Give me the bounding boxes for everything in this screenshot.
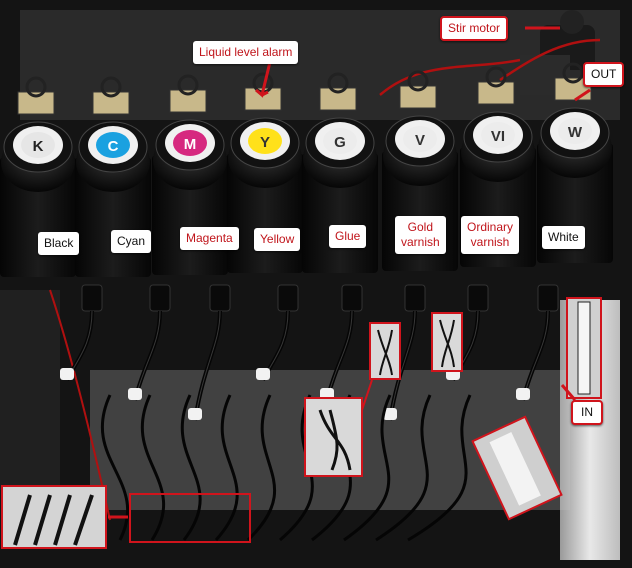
tube-fitting	[341, 284, 363, 312]
cap-letter: V	[415, 132, 425, 149]
tube-clip	[256, 368, 270, 380]
tube-fitting	[537, 284, 559, 312]
tube-clip	[383, 408, 397, 420]
arrow-liquid-level	[255, 61, 272, 98]
label-glue: Glue	[329, 225, 367, 248]
arrow-junction-glue	[361, 379, 373, 411]
tank-yellow: Y	[227, 72, 303, 312]
cap-letter: G	[334, 134, 346, 151]
ink-tube-loop	[343, 394, 392, 542]
label-black: Black	[38, 232, 80, 255]
ink-tube-loop	[100, 394, 130, 541]
cap-letter: C	[108, 138, 119, 155]
arrow-in	[560, 384, 577, 401]
red-wire	[379, 58, 521, 96]
ink-tube-loop	[214, 394, 239, 542]
tube-fitting	[404, 284, 426, 312]
cap-letter: VI	[491, 128, 505, 145]
label-cyan: Cyan	[111, 230, 152, 253]
label-white: White	[542, 226, 585, 249]
label-ordinary-varnish-line2: varnish	[470, 235, 510, 249]
tube-clip	[60, 368, 74, 380]
ink-tube-loop	[140, 394, 166, 541]
cap-letter: Y	[260, 134, 270, 151]
callout-out: OUT	[583, 62, 625, 87]
label-gold-varnish-line2: varnish	[401, 235, 440, 249]
callout-liquid-level-alarm: Liquid level alarm	[193, 41, 299, 64]
red-wire-2	[499, 38, 601, 82]
label-magenta: Magenta	[180, 227, 239, 250]
tube-fitting	[149, 284, 171, 312]
label-ordinary-varnish: Ordinary varnish	[461, 216, 520, 254]
highlight-box-tube-ends	[129, 493, 251, 543]
callout-stir-motor: Stir motor	[440, 16, 509, 41]
ink-tube-loop	[407, 394, 472, 542]
label-ordinary-varnish-line1: Ordinary	[467, 220, 514, 234]
label-gold-varnish-line1: Gold	[407, 220, 434, 234]
cap-letter: K	[33, 138, 44, 155]
ink-tube-loop	[246, 394, 277, 542]
tube-clip	[516, 388, 530, 400]
label-yellow: Yellow	[254, 228, 301, 251]
left-panel	[0, 290, 60, 490]
callout-in: IN	[571, 400, 603, 425]
arrow-out	[574, 88, 591, 102]
cap-letter: M	[184, 136, 197, 153]
cap-letter: W	[568, 124, 583, 141]
tube-fitting	[277, 284, 299, 312]
tube-clip	[128, 388, 142, 400]
tube-fitting	[467, 284, 489, 312]
inset-tube-ends	[1, 485, 107, 549]
label-gold-varnish: Gold varnish	[395, 216, 446, 254]
tube-clip	[188, 408, 202, 420]
ink-tube-loop	[180, 394, 202, 541]
tube-fitting	[81, 284, 103, 312]
ink-tube-loop	[375, 394, 432, 542]
tube-fitting	[209, 284, 231, 312]
